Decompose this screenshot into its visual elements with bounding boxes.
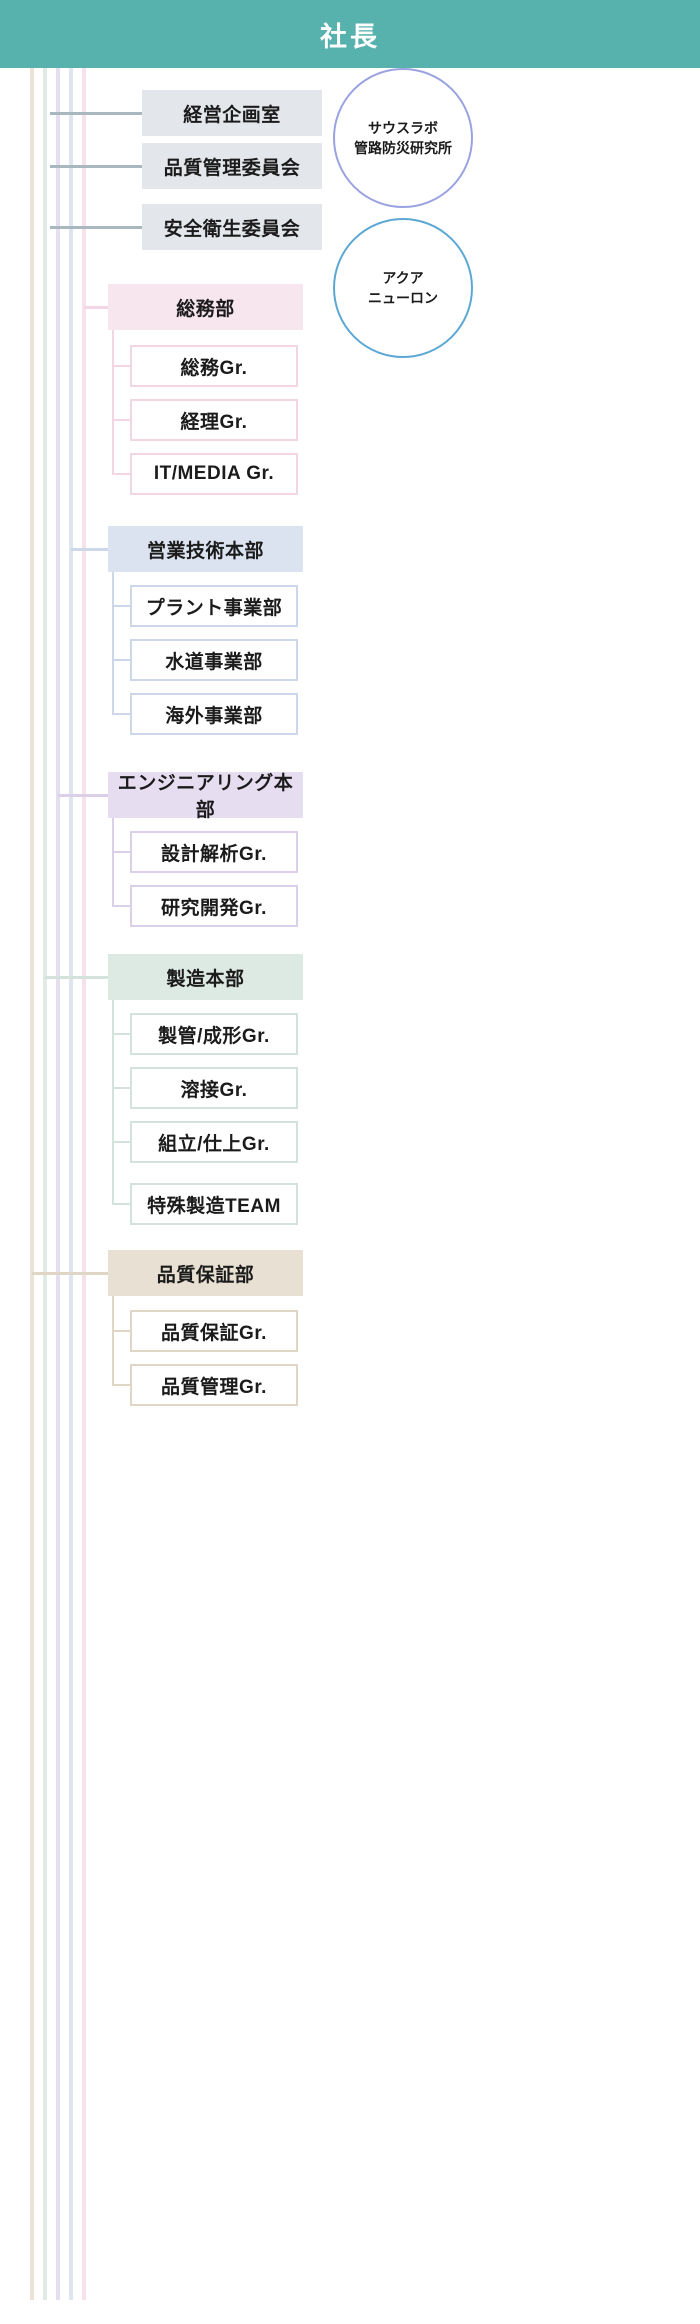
division-header-box[interactable]: 総務部	[108, 284, 303, 330]
affiliate-circle-line2: 管路防災研究所	[354, 140, 452, 156]
child-unit-box[interactable]: 品質保証Gr.	[130, 1310, 298, 1352]
child-connector-line	[112, 1141, 132, 1143]
division-connector-line	[32, 1272, 110, 1275]
spine-rail-5	[82, 68, 86, 2300]
child-connector-line	[112, 713, 132, 715]
child-connector-line	[112, 1330, 132, 1332]
division-header-box[interactable]: 品質保証部	[108, 1250, 303, 1296]
child-connector-line	[112, 659, 132, 661]
child-unit-box[interactable]: 溶接Gr.	[130, 1067, 298, 1109]
division-trunk-line	[112, 818, 114, 906]
child-unit-box[interactable]: 組立/仕上Gr.	[130, 1121, 298, 1163]
division-trunk-line	[112, 330, 114, 474]
child-unit-box[interactable]: 設計解析Gr.	[130, 831, 298, 873]
affiliate-circle-line1: アクア	[382, 269, 424, 286]
child-connector-line	[112, 365, 132, 367]
child-connector-line	[112, 1087, 132, 1089]
division-connector-line	[71, 548, 110, 551]
child-connector-line	[112, 851, 132, 853]
child-unit-box[interactable]: 水道事業部	[130, 639, 298, 681]
spine-rail-4	[69, 68, 73, 2300]
division-trunk-line	[112, 572, 114, 714]
child-unit-box[interactable]: 研究開発Gr.	[130, 885, 298, 927]
spine-rail-1	[30, 68, 34, 2300]
staff-connector-line	[50, 226, 144, 229]
spine-rail-3	[56, 68, 60, 2300]
child-connector-line	[112, 419, 132, 421]
affiliate-circle[interactable]: サウスラボ管路防災研究所	[333, 68, 473, 208]
division-header-box[interactable]: エンジニアリング本部	[108, 772, 303, 821]
division-header-box[interactable]: 製造本部	[108, 954, 303, 1000]
child-unit-box[interactable]: IT/MEDIA Gr.	[130, 453, 298, 495]
child-unit-box[interactable]: 経理Gr.	[130, 399, 298, 441]
ceo-header-bar: 社長	[0, 0, 700, 68]
child-unit-box[interactable]: 海外事業部	[130, 693, 298, 735]
child-connector-line	[112, 1203, 132, 1205]
staff-unit-box[interactable]: 経営企画室	[142, 90, 322, 136]
division-connector-line	[45, 976, 110, 979]
affiliate-circle-line2: ニューロン	[368, 290, 438, 306]
division-trunk-line	[112, 1000, 114, 1204]
staff-unit-box[interactable]: 安全衛生委員会	[142, 204, 322, 250]
child-connector-line	[112, 473, 132, 475]
staff-connector-line	[50, 112, 144, 115]
child-connector-line	[112, 1384, 132, 1386]
division-connector-line	[84, 306, 110, 309]
child-connector-line	[112, 1033, 132, 1035]
affiliate-circle-line1: サウスラボ	[368, 119, 438, 136]
division-connector-line	[58, 794, 110, 797]
staff-connector-line	[50, 165, 144, 168]
division-trunk-line	[112, 1296, 114, 1385]
child-unit-box[interactable]: 総務Gr.	[130, 345, 298, 387]
child-unit-box[interactable]: プラント事業部	[130, 585, 298, 627]
child-connector-line	[112, 605, 132, 607]
child-unit-box[interactable]: 特殊製造TEAM	[130, 1183, 298, 1225]
child-connector-line	[112, 905, 132, 907]
page-title: 社長	[320, 21, 380, 52]
child-unit-box[interactable]: 品質管理Gr.	[130, 1364, 298, 1406]
spine-rail-2	[43, 68, 47, 2300]
child-unit-box[interactable]: 製管/成形Gr.	[130, 1013, 298, 1055]
division-header-box[interactable]: 営業技術本部	[108, 526, 303, 572]
affiliate-circle[interactable]: アクアニューロン	[333, 218, 473, 358]
staff-unit-box[interactable]: 品質管理委員会	[142, 143, 322, 189]
